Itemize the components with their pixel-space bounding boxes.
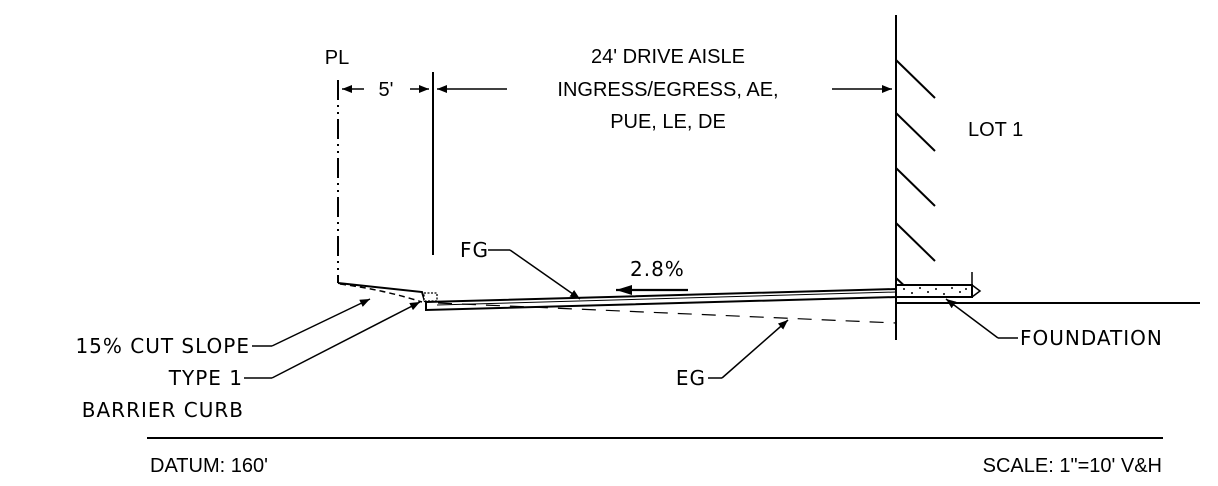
pavement-section [425,287,897,312]
wall-hatching [895,59,936,292]
fg-label: FG [460,238,489,262]
foundation-leader [945,298,1018,339]
drive-aisle-line3: PUE, LE, DE [610,111,726,133]
curb-label-line1: TYPE 1 [168,366,243,390]
cut-slope-label: 15% CUT SLOPE [75,334,250,358]
foundation-label: FOUNDATION [1020,326,1163,350]
datum-label: DATUM: 160' [150,455,268,477]
fg-leader [488,249,581,300]
scale-label: SCALE: 1"=10' V&H [983,455,1162,477]
eg-label: EG [676,366,706,390]
drive-aisle-line1: 24' DRIVE AISLE [591,46,745,68]
existing-grade-cut [339,283,423,303]
curb-leader [244,301,421,379]
setback-label: 5' [379,79,394,101]
drive-aisle-line2: INGRESS/EGRESS, AE, [557,79,778,101]
foundation-slab [895,284,973,298]
slope-label: 2.8% [630,257,685,281]
existing-grade-dashed [437,302,897,324]
foundation-texture [903,287,967,295]
eg-leader [708,319,789,379]
break-symbol [971,284,982,298]
pl-label: PL [325,47,349,69]
finished-grade-line [436,291,897,306]
cut-slope-leader [252,298,371,347]
curb-label-line2: BARRIER CURB [82,398,244,422]
lot-label: LOT 1 [968,119,1023,141]
barrier-curb [423,292,438,302]
